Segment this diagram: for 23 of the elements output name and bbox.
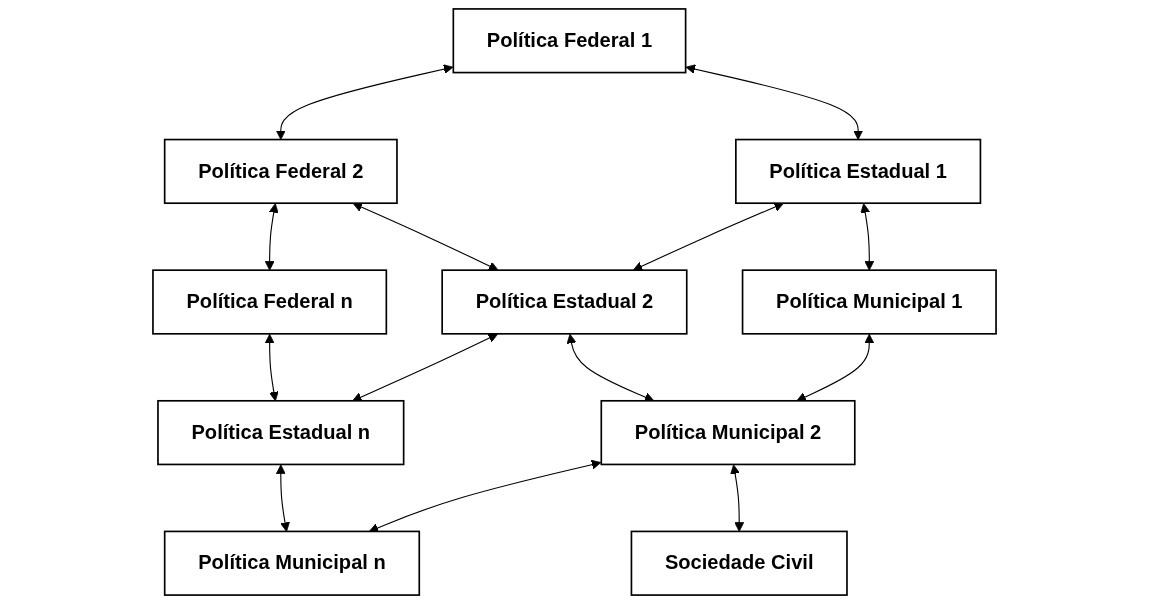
arrow [275, 64, 454, 140]
node-box: Política Estadual n [157, 399, 405, 466]
node-box: Política Estadual 2 [441, 269, 688, 335]
node-box: Política Federal 1 [452, 8, 687, 74]
node-box: Política Municipal 2 [600, 399, 856, 466]
arrow [730, 464, 745, 532]
arrow [860, 203, 875, 271]
arrow [352, 202, 499, 271]
node-box: Sociedade Civil [630, 530, 848, 596]
arrow [796, 333, 875, 402]
node-box: Política Municipal 1 [741, 269, 997, 335]
arrow [352, 333, 499, 402]
node-box: Política Federal n [152, 269, 388, 335]
arrow [685, 64, 864, 140]
arrow [632, 202, 784, 271]
arrow [264, 333, 279, 402]
arrow [275, 464, 290, 532]
arrow [368, 459, 602, 533]
arrow [566, 333, 655, 402]
node-box: Política Federal 2 [163, 138, 398, 205]
node-box: Política Municipal n [163, 530, 421, 596]
node-box: Política Estadual 1 [735, 138, 982, 205]
arrow [264, 203, 279, 271]
